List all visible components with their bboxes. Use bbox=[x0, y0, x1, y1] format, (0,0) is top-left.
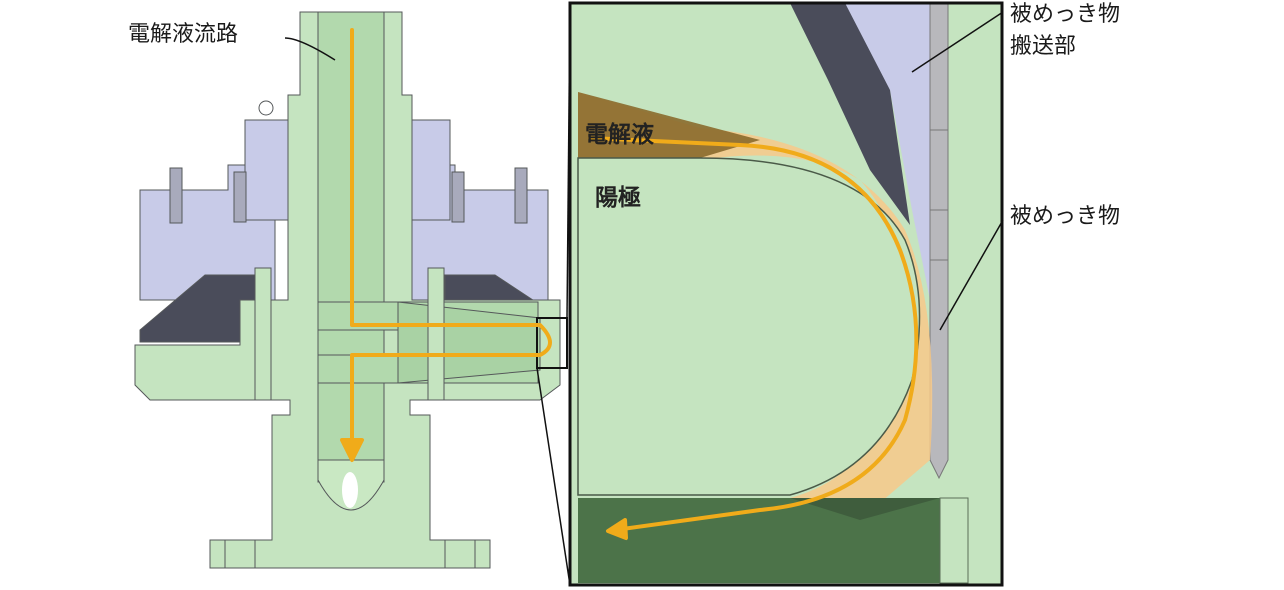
left-flow-path bbox=[350, 28, 552, 452]
connector-line-bottom bbox=[536, 367, 571, 586]
detail-marker-box bbox=[536, 317, 568, 369]
leader-workpiece bbox=[939, 219, 1004, 331]
right-outer-bolt bbox=[514, 167, 528, 224]
label-electrolyte-channel: 電解液流路 bbox=[128, 22, 239, 47]
flow-arrows bbox=[340, 28, 919, 540]
transport-lavender-region bbox=[840, 3, 930, 300]
transport-dark-blade bbox=[790, 3, 910, 225]
bottom-right-block bbox=[939, 497, 969, 584]
left-pin bbox=[254, 267, 272, 401]
right-inner-bolt bbox=[451, 171, 465, 223]
apparatus-cross-section bbox=[134, 11, 561, 569]
label-electrolyte: 電解液 bbox=[585, 122, 654, 148]
label-workpiece: 被めっき物 bbox=[1010, 204, 1121, 229]
label-workpiece-transport-line2: 搬送部 bbox=[1010, 34, 1077, 59]
left-lavender-upper-block bbox=[244, 119, 291, 221]
leader-electrolyte-channel bbox=[284, 37, 336, 61]
leader-lines bbox=[284, 11, 1004, 331]
workpiece-rod bbox=[929, 2, 949, 480]
right-pin bbox=[427, 267, 445, 401]
anode-d-shape bbox=[577, 157, 921, 496]
left-outer-bolt bbox=[169, 167, 183, 224]
vent-hole bbox=[258, 100, 274, 116]
zoomed-detail-view bbox=[568, 1, 1004, 587]
label-anode: 陽極 bbox=[595, 185, 641, 211]
left-flow-arrowhead bbox=[340, 438, 364, 462]
detail-flow-path bbox=[588, 136, 919, 532]
left-base-foot bbox=[224, 539, 256, 569]
detail-frame-border bbox=[568, 1, 1004, 587]
left-inner-bolt bbox=[233, 171, 247, 223]
label-workpiece-transport-line1: 被めっき物 bbox=[1010, 2, 1121, 27]
connector-line-top bbox=[566, 2, 571, 319]
tube-highlight bbox=[342, 472, 358, 508]
detail-flow-arrowhead bbox=[606, 518, 628, 540]
leader-transport bbox=[911, 11, 1004, 73]
right-base-foot bbox=[444, 539, 476, 569]
bottom-gradient-overlay bbox=[578, 498, 940, 583]
